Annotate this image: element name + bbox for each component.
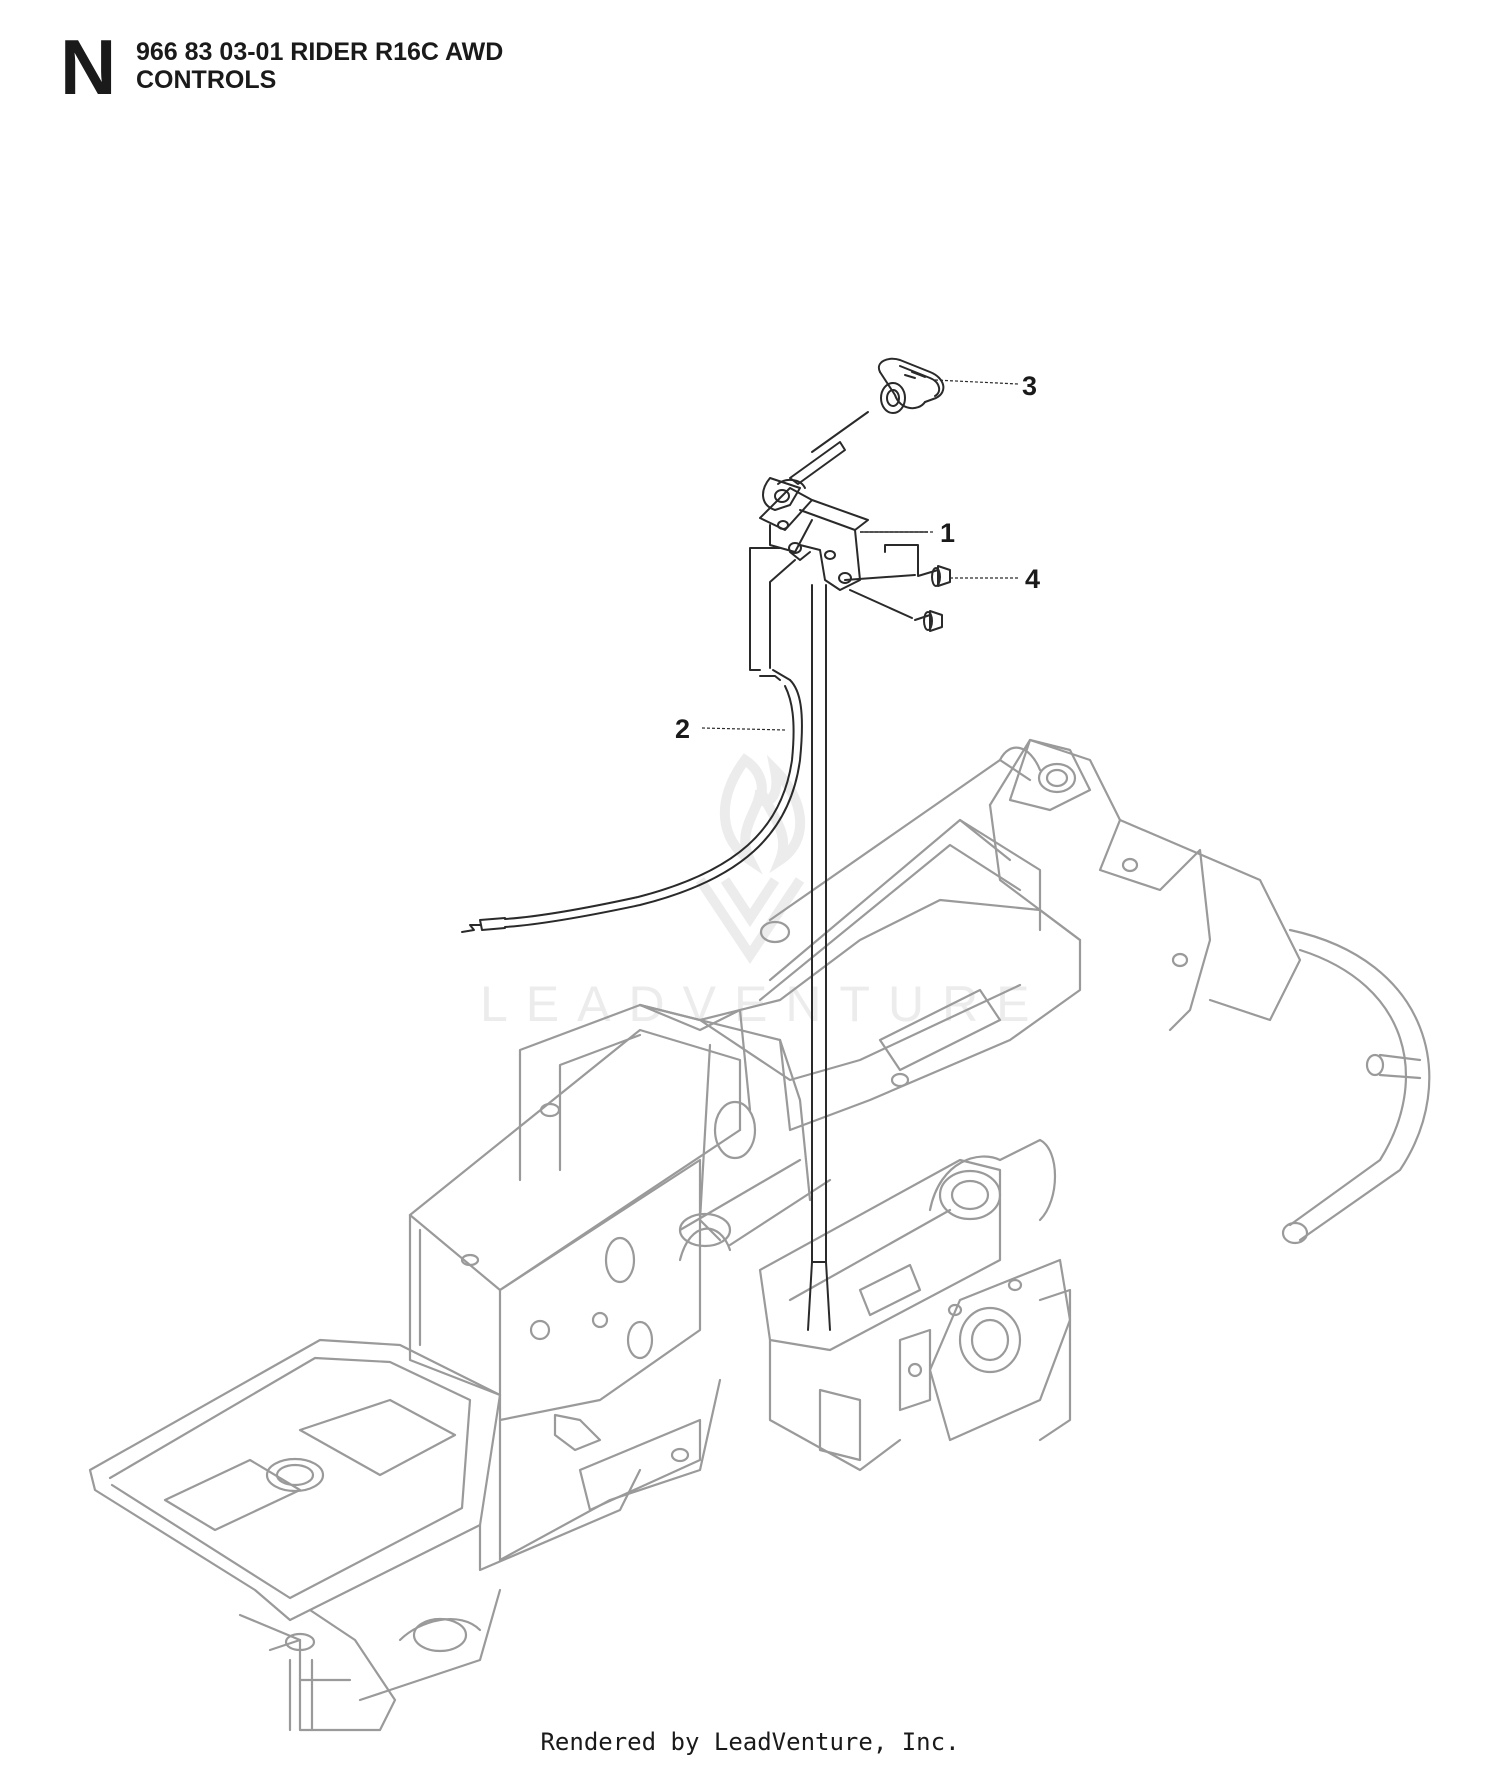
watermark-logo bbox=[695, 753, 806, 965]
footer-credit: Rendered by LeadVenture, Inc. bbox=[540, 1728, 960, 1756]
tractor-frame bbox=[88, 738, 1431, 1732]
callout-4: 4 bbox=[1025, 564, 1040, 594]
callout-3: 3 bbox=[1022, 371, 1037, 401]
cable-part-2 bbox=[461, 669, 803, 933]
section-letter: N bbox=[60, 23, 117, 111]
control-parts bbox=[461, 357, 951, 1331]
callout-1: 1 bbox=[940, 518, 955, 548]
callout-2: 2 bbox=[675, 714, 690, 744]
screw-part-4 bbox=[914, 565, 951, 632]
knob-part-3 bbox=[877, 357, 945, 414]
callouts: 3 1 4 2 bbox=[675, 371, 1040, 744]
bracket-part-1 bbox=[759, 477, 869, 591]
model-line: 966 83 03-01 RIDER R16C AWD bbox=[136, 38, 504, 66]
section-title: CONTROLS bbox=[136, 66, 277, 94]
diagram-header: 966 83 03-01 RIDER R16C AWD CONTROLS bbox=[136, 38, 503, 94]
